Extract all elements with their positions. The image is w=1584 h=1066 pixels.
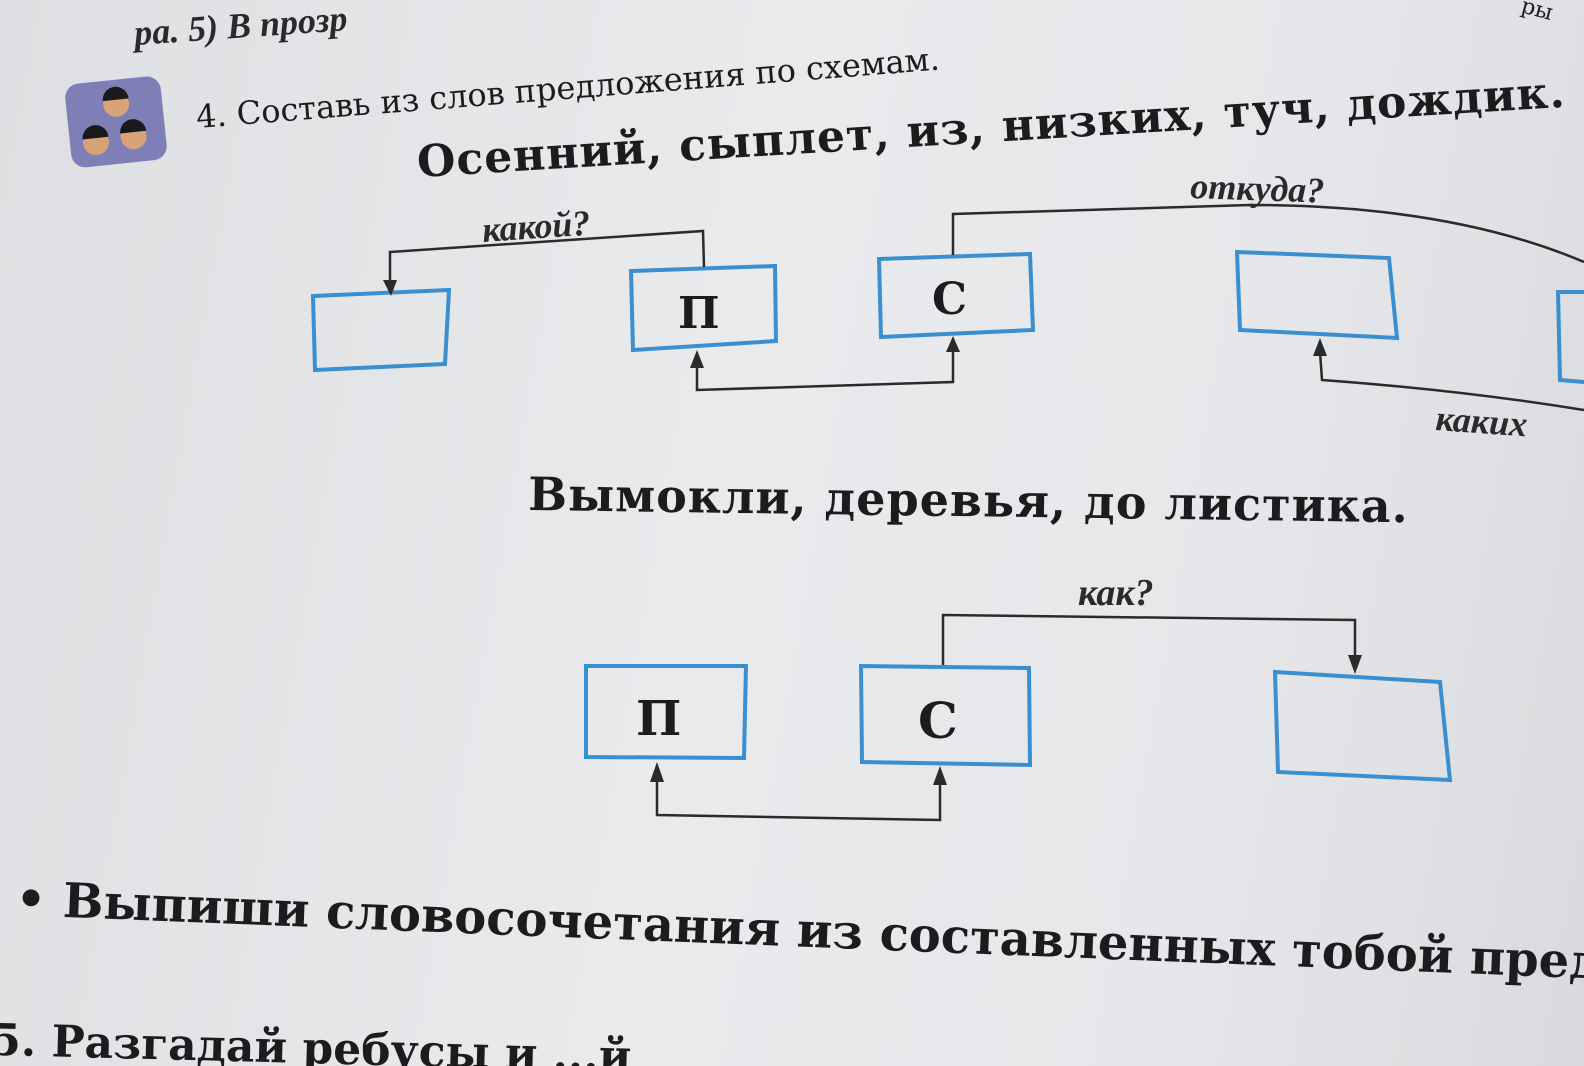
scheme1-box-4[interactable] [1234,249,1400,341]
arrow-kakoy [388,229,706,282]
scheme1-box-5[interactable] [1555,290,1584,384]
question-kakih: каких [1434,398,1528,444]
previous-task-fragment: ра. 5) В прозр [130,0,349,53]
group-work-children-icon [65,76,167,168]
question-otkuda: откуда? [1190,166,1325,211]
scheme1-box-predicate-label: П [678,288,720,339]
bullet-task: • Выпиши словосочетания из составленных … [15,871,1584,992]
top-right-fragment: ры [1518,0,1555,26]
scheme2-box-predicate-label: П [636,691,681,747]
arrow-subject-predicate-1 [695,350,955,392]
arrow-subject-predicate-2 [655,778,942,822]
scheme1-box-subject[interactable] [876,251,1036,340]
arrow-otkuda [951,203,1584,264]
scheme2-box-predicate[interactable] [584,664,749,761]
scheme2-box-subject[interactable] [858,663,1033,768]
scheme2-box-subject-label: С [918,691,958,750]
task5-fragment: 5. Разгадай ребусы и ...й [0,1015,632,1066]
arrow-kakih [1318,351,1584,412]
arrow-kak [941,613,1357,666]
scheme1-box-1[interactable] [310,287,452,373]
scheme1-box-predicate[interactable] [628,263,779,353]
scheme1-box-subject-label: С [932,274,967,325]
sentence1-scheme: П С какой? откуда? каких [310,166,1584,444]
question-kak: как? [1078,572,1154,614]
sentence2-scheme: как? П С [584,572,1453,822]
sentence2-words: Вымокли, деревья, до листика. [528,467,1409,533]
scheme2-box-3[interactable] [1272,669,1453,783]
